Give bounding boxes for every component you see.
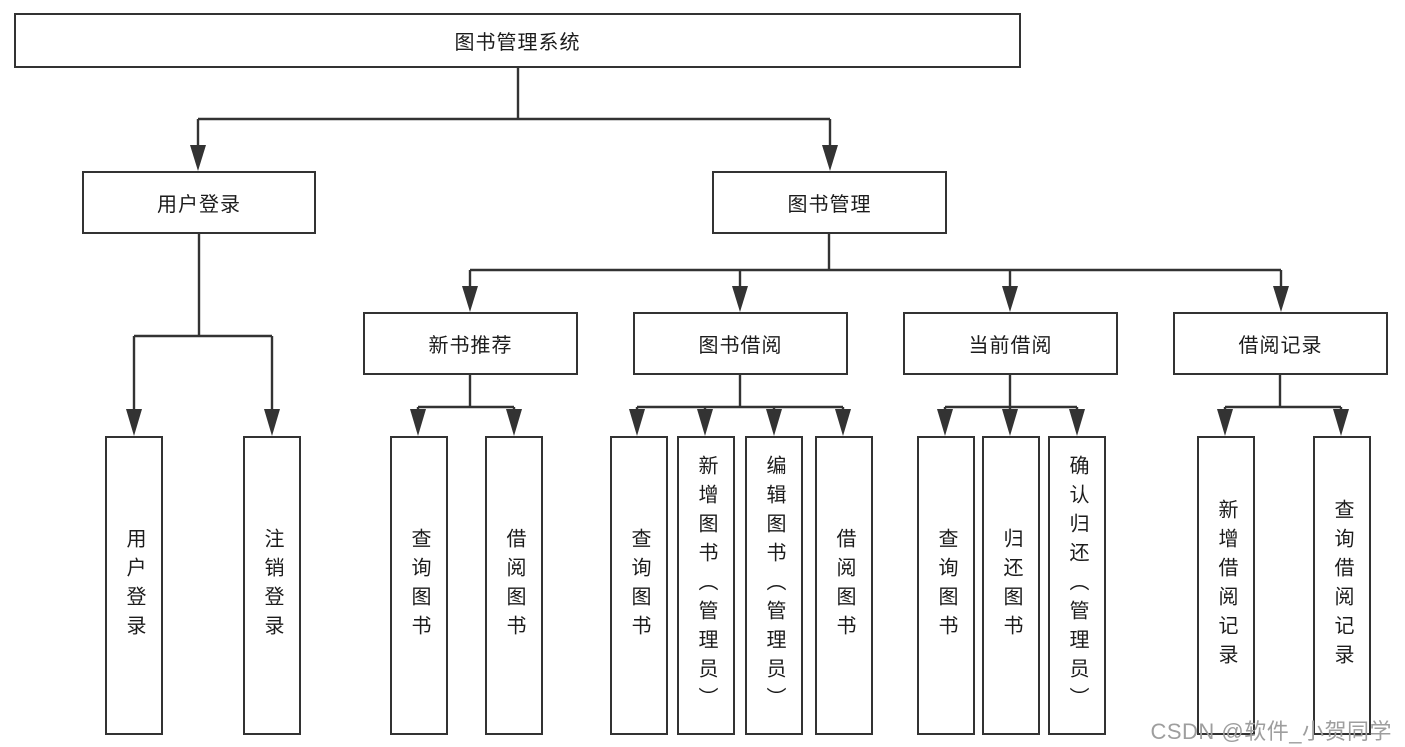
leaf-logout: 注销登录 bbox=[243, 436, 301, 735]
leaf-borrowing-borrow-books: 借阅图书 bbox=[815, 436, 873, 735]
leaf-recommend-query-books: 查询图书 bbox=[390, 436, 448, 735]
node-new-book-recommend: 新书推荐 bbox=[363, 312, 578, 375]
leaf-borrowing-edit-books-admin: 编辑图书（管理员） bbox=[745, 436, 803, 735]
leaf-user-login: 用户登录 bbox=[105, 436, 163, 735]
leaf-current-return-books: 归还图书 bbox=[982, 436, 1040, 735]
node-current-borrowing: 当前借阅 bbox=[903, 312, 1118, 375]
leaf-recommend-borrow-books: 借阅图书 bbox=[485, 436, 543, 735]
node-borrowing-records: 借阅记录 bbox=[1173, 312, 1388, 375]
leaf-current-confirm-return-admin: 确认归还（管理员） bbox=[1048, 436, 1106, 735]
node-book-management: 图书管理 bbox=[712, 171, 947, 234]
leaf-current-query-books: 查询图书 bbox=[917, 436, 975, 735]
leaf-query-borrow-record: 查询借阅记录 bbox=[1313, 436, 1371, 735]
leaf-borrowing-query-books: 查询图书 bbox=[610, 436, 668, 735]
leaf-add-borrow-record: 新增借阅记录 bbox=[1197, 436, 1255, 735]
node-user-login: 用户登录 bbox=[82, 171, 316, 234]
leaf-borrowing-add-books-admin: 新增图书（管理员） bbox=[677, 436, 735, 735]
node-book-borrowing: 图书借阅 bbox=[633, 312, 848, 375]
node-library-management-system: 图书管理系统 bbox=[14, 13, 1021, 68]
csdn-watermark: CSDN @软件_小贺同学 bbox=[1150, 719, 1392, 744]
